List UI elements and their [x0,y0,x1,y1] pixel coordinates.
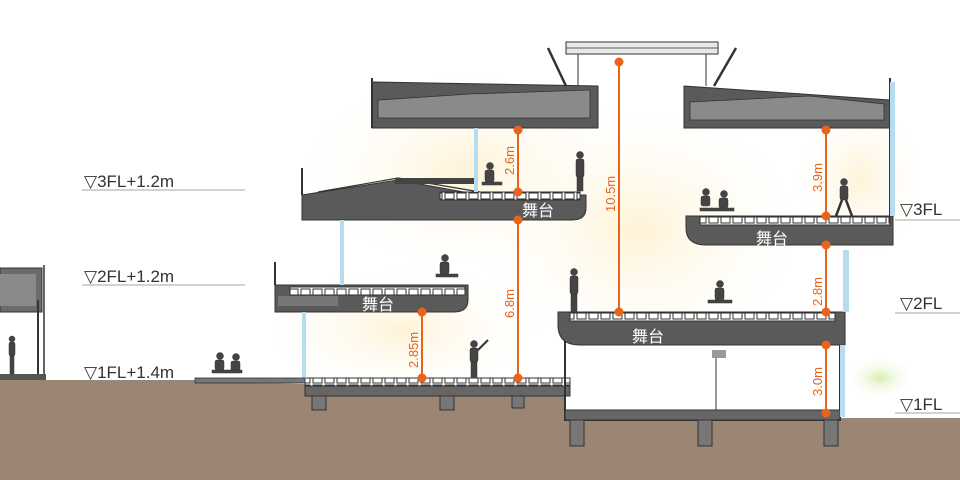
dim-right-upper: 3.9m [810,163,825,192]
stage-label-3fl-right: 舞台 [756,229,788,248]
level-1fl: ▽1FL [900,395,942,414]
level-2fl-plus: ▽2FL+1.2m [84,267,174,286]
stage-label-2fl-center: 舞台 [632,327,664,346]
stage-labels: 舞台 舞台 舞台 舞台 [362,201,788,346]
dim-left-low: 2.85m [406,332,421,368]
people [8,151,854,379]
left-block [274,78,599,411]
dim-left-mid: 6.8m [502,289,517,318]
level-3fl-plus: ▽3FL+1.2m [84,172,174,191]
level-3fl: ▽3FL [900,200,942,219]
level-2fl: ▽2FL [900,294,942,313]
stage-label-3fl-left: 舞台 [522,201,554,220]
ground [0,380,960,480]
dim-center: 10.5m [603,176,618,212]
stage-label-2fl-left: 舞台 [362,295,394,314]
terrace [194,377,306,384]
dimension-labels: 2.6m 6.8m 2.85m 10.5m 3.9m 2.8m 3.0m [406,146,825,396]
dim-left-upper: 2.6m [502,146,517,175]
right-block [546,41,895,447]
dimension-lines [417,57,831,418]
dim-right-mid: 2.8m [810,277,825,306]
level-1fl-plus: ▽1FL+1.4m [84,363,174,382]
dim-right-low: 3.0m [810,367,825,396]
level-labels: ▽3FL+1.2m ▽2FL+1.2m ▽1FL+1.4m ▽3FL ▽2FL … [84,172,942,414]
neighbor-building [0,265,46,380]
